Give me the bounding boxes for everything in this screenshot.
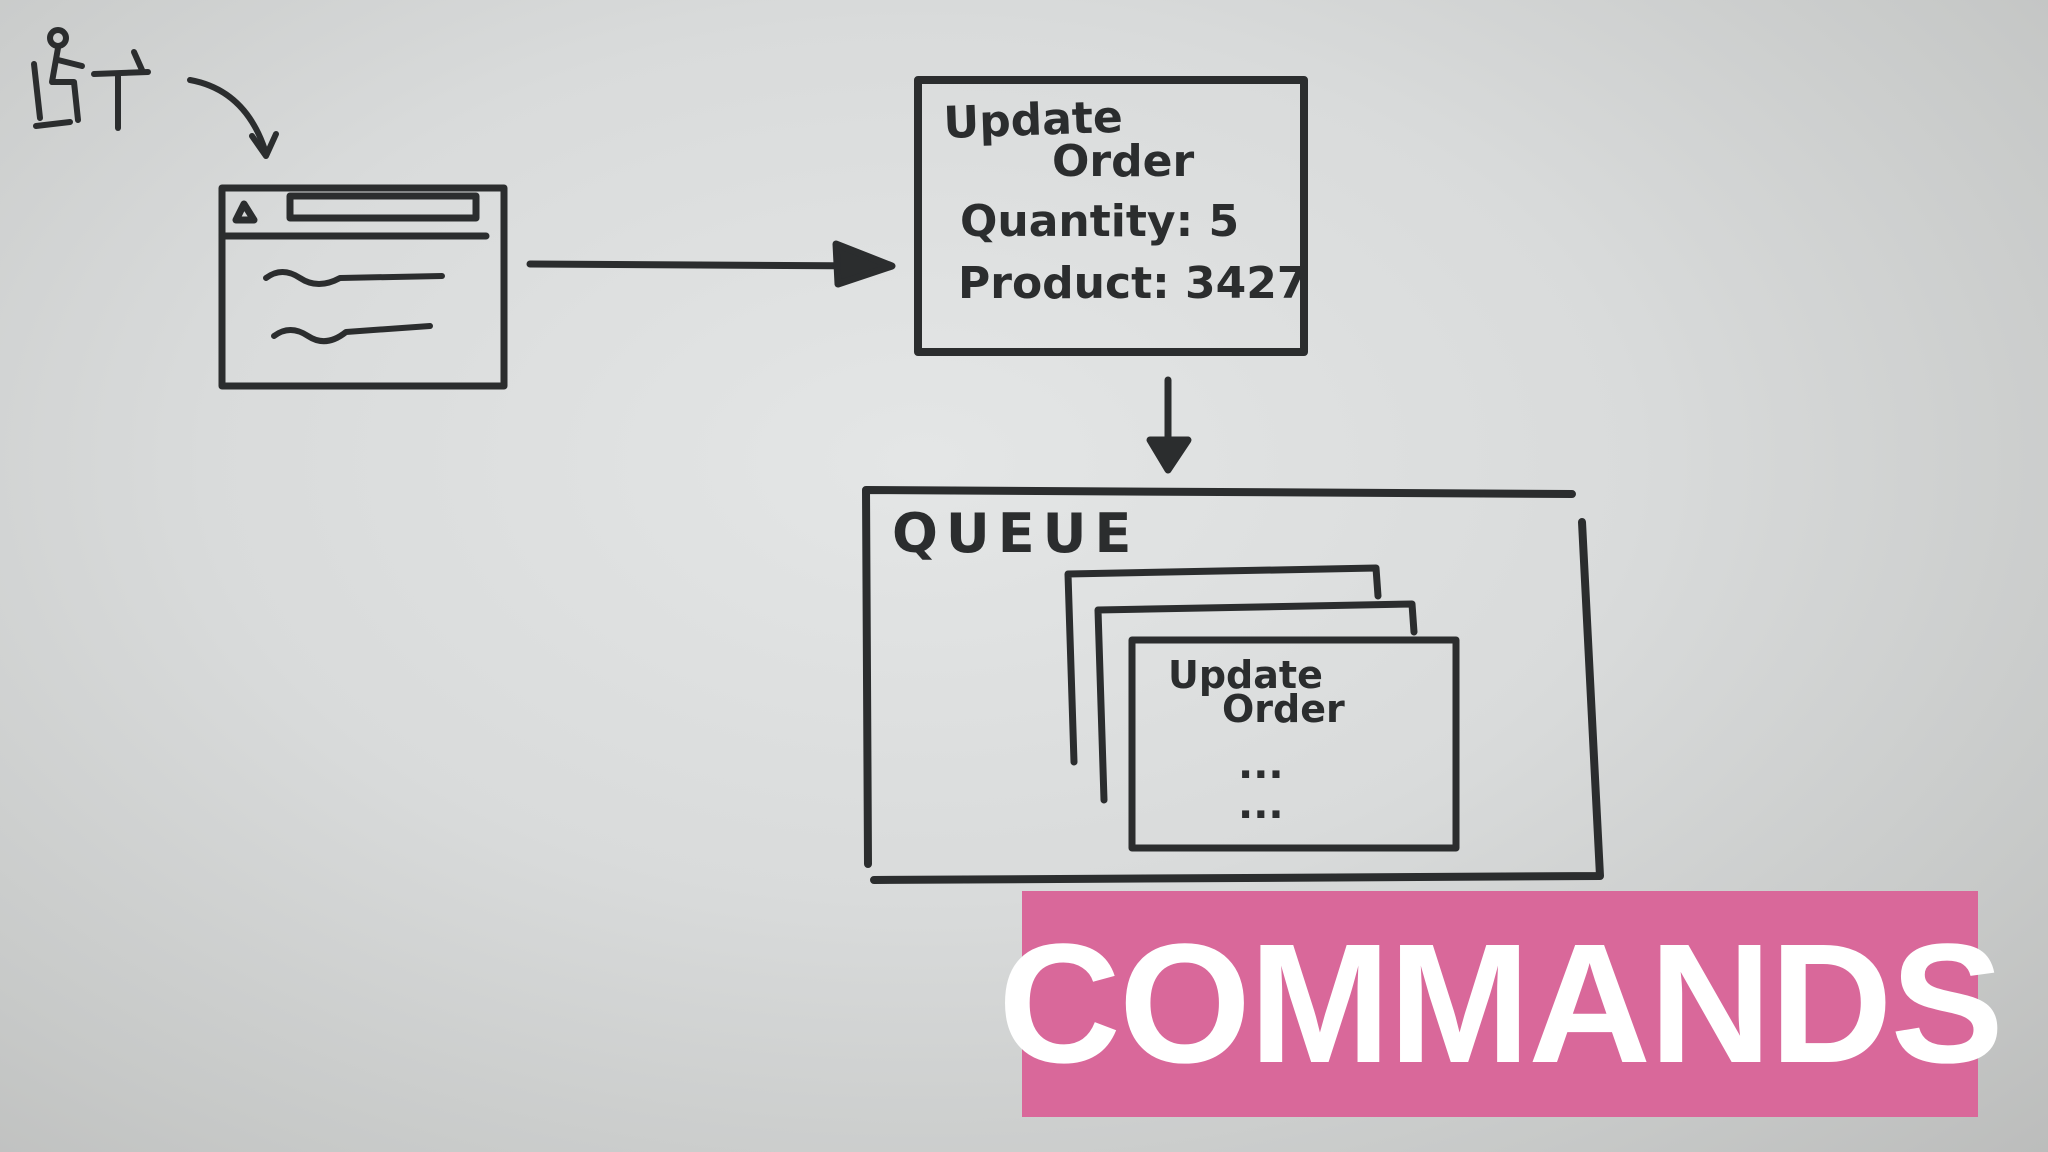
card-title-line1: Update (1168, 653, 1323, 697)
commands-banner: COMMANDS (998, 891, 2004, 1117)
command-to-queue-arrow (1146, 376, 1192, 474)
user-to-browser-arrow (187, 77, 279, 159)
card-title-line2: Order (1222, 687, 1345, 731)
banner-title: COMMANDS (998, 909, 2004, 1099)
queued-command-card-middle (1094, 600, 1418, 804)
queued-command-card-front: Update Order ... ... (1128, 636, 1460, 852)
browser-window-icon (218, 184, 508, 390)
command-title-line2: Order (1052, 136, 1194, 187)
command-title-line1: Update (943, 92, 1124, 149)
browser-to-command-arrow (526, 240, 896, 288)
user-at-desk-icon (31, 27, 151, 131)
queued-command-card-back (1064, 564, 1382, 766)
queue-label: QUEUE (892, 502, 1139, 565)
card-ellipsis-1: ... (1238, 742, 1284, 788)
card-ellipsis-2: ... (1238, 782, 1284, 828)
command-product: Product: 3427 (958, 258, 1308, 309)
queue-container: QUEUE Update Order ... ... (862, 486, 1604, 884)
command-quantity: Quantity: 5 (960, 196, 1239, 247)
command-box: Update Order Quantity: 5 Product: 3427 (914, 76, 1308, 356)
